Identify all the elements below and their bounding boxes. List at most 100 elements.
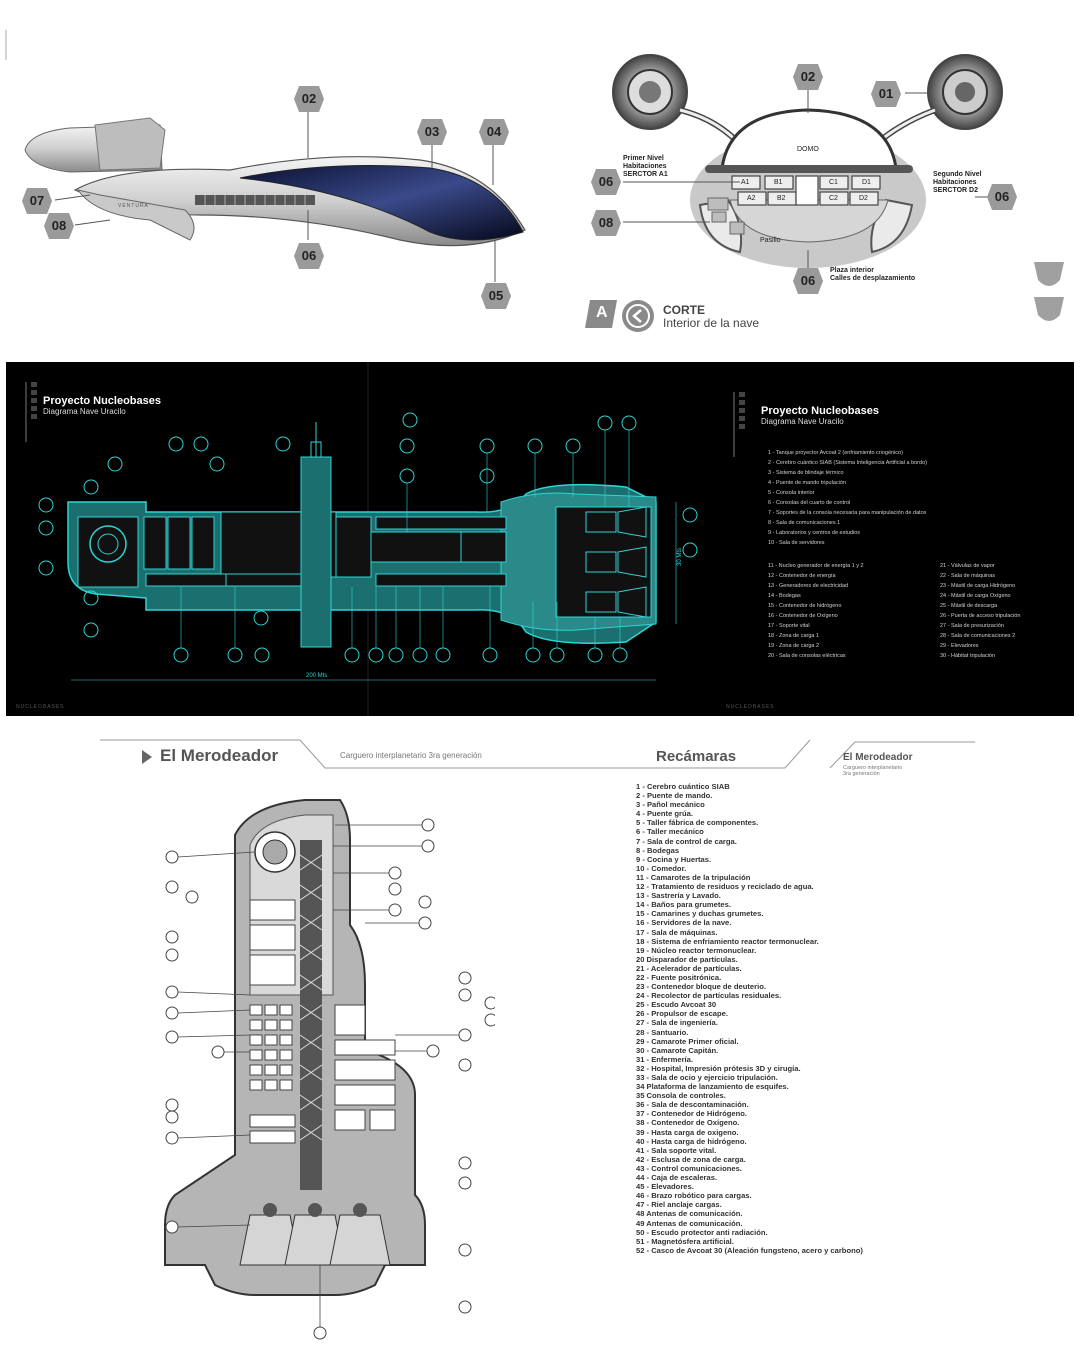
list-item: 19 - Núcleo reactor termonuclear. bbox=[636, 945, 757, 955]
width-dimension: 30 Mts bbox=[677, 547, 684, 567]
merodeador-floor-plan bbox=[164, 799, 495, 1340]
list-item: 48 Antenas de comunicación. bbox=[636, 1209, 743, 1219]
back-arrow-icon[interactable] bbox=[622, 300, 654, 332]
callout-02: 02 bbox=[293, 84, 325, 114]
room-c1: C1 bbox=[829, 179, 838, 186]
list-item: 50 - Escudo protector anti radiación. bbox=[636, 1227, 768, 1237]
list-item: 11 - Camarotes de la tripulación bbox=[636, 872, 751, 882]
list-item: 16 - Servidores de la nave. bbox=[636, 918, 732, 928]
list-item: 12 - Tratamiento de residuos y reciclado… bbox=[636, 882, 814, 892]
corte-letter: A bbox=[596, 304, 608, 321]
list-item: 35 Consola de controles. bbox=[636, 1091, 726, 1101]
length-dimension: 200 Mts bbox=[306, 673, 328, 679]
list-item: 31 - Enfermería. bbox=[636, 1054, 693, 1064]
room-a2: A2 bbox=[747, 195, 756, 202]
callout-03: 03 bbox=[416, 117, 448, 147]
room-a1: A1 bbox=[741, 179, 750, 186]
list-item: 42 - Esclusa de zona de carga. bbox=[636, 1154, 746, 1164]
list-item: 41 - Sala soporte vital. bbox=[636, 1145, 717, 1155]
list-item: 14 - Baños para grumetes. bbox=[636, 900, 731, 910]
list-item: 47 - Riel anclaje cargas. bbox=[636, 1200, 722, 1210]
legend-column-1: 1 - Tanque proyector Avcoat 2 (enfriamie… bbox=[768, 450, 927, 546]
list-item: 43 - Control comunicaciones. bbox=[636, 1163, 742, 1173]
room-b1: B1 bbox=[774, 179, 783, 186]
callout-05: 05 bbox=[480, 281, 512, 311]
list-item: 15 - Camarines y duchas grumetes. bbox=[636, 909, 764, 919]
list-item: 10 - Comedor. bbox=[636, 863, 687, 873]
ship-exterior-section: VENTURA 02 03 04 07 08 06 05 02 01 06 06… bbox=[0, 0, 1080, 355]
side-subtitle: Carguero interplanetario 3ra generación bbox=[843, 765, 903, 777]
list-item: 8 - Bodegas bbox=[636, 845, 680, 855]
blueprint-title: Proyecto Nucleobases bbox=[43, 395, 161, 407]
plaza-label: Plaza interior Calles de desplazamiento bbox=[830, 267, 916, 282]
room-d2: D2 bbox=[859, 195, 868, 202]
list-item: 9 - Cocina y Huertas. bbox=[636, 854, 712, 864]
list-item: 1 - Cerebro cuántico SIAB bbox=[636, 782, 730, 791]
callout-section-08: 08 bbox=[590, 208, 622, 238]
side-title: El Merodeador bbox=[843, 752, 913, 763]
second-level-label: Segundo Nivel Habitaciones SERCTOR D2 bbox=[933, 171, 982, 194]
list-item: 24 - Recolector de partículas residuales… bbox=[636, 991, 782, 1001]
list-item: 46 - Brazo robótico para cargas. bbox=[636, 1191, 752, 1201]
callout-section-02: 02 bbox=[792, 62, 824, 92]
list-item: 13 - Sastrería y Lavado. bbox=[636, 891, 721, 901]
list-item: 34 Plataforma de lanzamiento de esquifes… bbox=[636, 1082, 789, 1092]
merodeador-title: El Merodeador bbox=[160, 746, 279, 765]
list-item: 6 - Taller mecánico bbox=[636, 827, 704, 837]
first-level-label: Primer Nivel Habitaciones SERCTOR A1 bbox=[623, 155, 668, 178]
list-item: 45 - Elevadores. bbox=[636, 1182, 694, 1192]
list-item: 17 - Sala de máquinas. bbox=[636, 927, 718, 937]
room-c2: C2 bbox=[829, 195, 838, 202]
callout-06: 06 bbox=[293, 241, 325, 271]
list-item: 38 - Contenedor de Oxígeno. bbox=[636, 1118, 740, 1128]
list-item: 3 - Pañol mecánico bbox=[636, 800, 705, 810]
list-item: 4 - Puente grúa. bbox=[636, 809, 693, 819]
callout-04: 04 bbox=[478, 117, 510, 147]
list-item: 27 - Sala de ingeniería. bbox=[636, 1018, 718, 1028]
corte-title: CORTE bbox=[663, 303, 705, 317]
list-item: 33 - Sala de ocio y ejercicio tripulació… bbox=[636, 1073, 778, 1082]
list-item: 29 - Camarote Primer oficial. bbox=[636, 1036, 739, 1046]
list-item: 44 - Caja de escaleras. bbox=[636, 1173, 718, 1183]
callout-section-06-left: 06 bbox=[590, 167, 622, 197]
callout-section-06-right: 06 bbox=[986, 182, 1018, 212]
list-item: 52 - Casco de Avcoat 30 (Aleación fungst… bbox=[636, 1245, 863, 1255]
list-item: 18 - Sistema de enfriamiento reactor ter… bbox=[636, 936, 819, 946]
legend-title: Proyecto Nucleobases bbox=[761, 405, 879, 417]
dome-label: DOMO bbox=[797, 146, 819, 153]
merodeador-subtitle: Carguero interplanetario 3ra generación bbox=[340, 751, 482, 760]
callout-08: 08 bbox=[43, 211, 75, 241]
list-item: 39 - Hasta carga de oxigeno. bbox=[636, 1127, 739, 1137]
merodeador-header-lines bbox=[100, 739, 975, 769]
nucleobases-blueprint-section: Proyecto Nucleobases Diagrama Nave Uraci… bbox=[6, 362, 1074, 716]
list-item: 25 - Escudo Avcoat 30 bbox=[636, 1000, 717, 1010]
list-item: 7 - Sala de control de carga. bbox=[636, 836, 737, 846]
list-item: 37 - Contenedor de Hidrógeno. bbox=[636, 1109, 747, 1119]
callout-section-01: 01 bbox=[870, 79, 902, 109]
footer-right: NUCLEOBASES bbox=[726, 704, 775, 710]
list-item: 28 - Santuario. bbox=[636, 1027, 689, 1037]
corridor-label: Pasillo bbox=[760, 237, 781, 244]
list-item: 36 - Sala de descontaminación. bbox=[636, 1100, 749, 1110]
scroll-down-arrow-icon[interactable] bbox=[1034, 297, 1064, 325]
list-item: 51 - Magnetósfera artificial. bbox=[636, 1236, 734, 1246]
list-item: 40 - Hasta carga de hidrógeno. bbox=[636, 1136, 747, 1146]
blueprint-diagram bbox=[25, 362, 745, 716]
list-item: 20 Disparador de partículas. bbox=[636, 954, 738, 964]
ship-brand: VENTURA bbox=[118, 203, 149, 209]
scroll-up-arrow-icon[interactable] bbox=[1034, 262, 1064, 290]
list-item: 30 - Camarote Capitán. bbox=[636, 1045, 719, 1055]
merodeador-section: El Merodeador Carguero interplanetario 3… bbox=[0, 730, 1080, 1350]
ship-exterior-illustration bbox=[5, 30, 1064, 332]
list-item: 21 - Acelerador de partículas. bbox=[636, 963, 742, 973]
list-item: 2 - Puente de mando. bbox=[636, 791, 713, 801]
callout-07: 07 bbox=[21, 186, 53, 216]
footer-left: NUCLEOBASES bbox=[16, 704, 65, 710]
list-item: 26 - Propulsor de escape. bbox=[636, 1009, 729, 1019]
list-item: 5 - Taller fábrica de componentes. bbox=[636, 818, 759, 828]
list-item: 49 Antenas de comunicación. bbox=[636, 1218, 743, 1228]
corte-subtitle: Interior de la nave bbox=[663, 316, 760, 330]
